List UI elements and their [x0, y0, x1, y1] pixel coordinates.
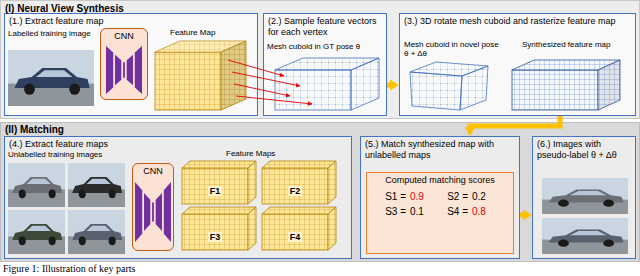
training-image: [8, 50, 94, 106]
sampling-arrows: [228, 60, 312, 104]
unlabelled-images: [8, 163, 125, 254]
score-value: 0.9: [406, 189, 440, 204]
cnn-funnel: [135, 182, 171, 242]
map-id: F1: [208, 186, 223, 196]
image-label: Labelled training image: [8, 29, 98, 38]
map-label: Feature Map: [170, 28, 250, 37]
score-value: 0.2: [468, 189, 502, 204]
map-id-holder: F4: [285, 226, 305, 244]
map-label: Feature Maps: [226, 149, 316, 158]
image-label-holder: Labelled training image: [8, 29, 98, 38]
flow-arrow: [470, 116, 560, 130]
feature-map-grids: [182, 161, 336, 250]
map-id-holder: F3: [205, 226, 225, 244]
step-heading: (3.) 3D rotate mesh cuboid and rasterize…: [404, 16, 631, 27]
mesh-label-holder: Mesh cuboid in novel pose θ + Δθ: [404, 40, 504, 58]
map-id: F3: [208, 232, 223, 242]
map-id-holder: F1: [205, 180, 225, 198]
cnn-label: CNN: [103, 31, 145, 42]
flow-arrow: [520, 213, 526, 218]
panel-title: (I) Neural View Synthesis: [5, 3, 635, 15]
map-id-holder: F2: [285, 180, 305, 198]
cnn-label: CNN: [135, 166, 171, 177]
step-box: (5.) Match synthesized map with unlabell…: [360, 136, 520, 259]
flow-arrow: [387, 83, 393, 88]
map-label-holder: Synthesized feature map: [522, 40, 632, 49]
step-heading: (5.) Match synthesized map with unlabell…: [365, 139, 515, 161]
map-label-holder: Feature Maps: [226, 149, 316, 158]
figure-caption: Figure 1: Illustration of key parts: [3, 263, 637, 274]
step-heading: (6.) Images with pseudo-label θ + Δθ: [537, 139, 631, 161]
score-box: Computed matching scores S1 =0.9S2 =0.2S3…: [366, 172, 514, 254]
cnn-funnel: [106, 46, 142, 94]
step-heading: (4.) Extract feature maps: [9, 139, 347, 150]
step-heading: (1.) Extract feature map: [9, 16, 253, 27]
map-id: F4: [288, 232, 303, 242]
caption-holder: Figure 1: Illustration of key parts: [3, 263, 637, 274]
mesh-label: Mesh cuboid in GT pose θ: [267, 42, 385, 51]
mesh-label: Mesh cuboid in novel pose θ + Δθ: [404, 40, 504, 58]
mesh-label-holder: Mesh cuboid in GT pose θ: [267, 42, 385, 51]
feature-map-cube: [155, 41, 246, 110]
panel-title: (II) Matching: [5, 124, 635, 136]
pseudo-labelled-images: [542, 178, 628, 254]
score-value: 0.8: [468, 204, 502, 219]
score-name: S3 =: [378, 204, 406, 219]
score-value: 0.1: [406, 204, 440, 219]
synthesized-map: [512, 60, 620, 110]
score-name: S2 =: [440, 189, 468, 204]
image-label-holder: Unlabelled training images: [8, 150, 130, 159]
score-heading: Computed matching scores: [370, 175, 510, 186]
score-name: S4 =: [440, 204, 468, 219]
map-label-holder: Feature Map: [170, 28, 250, 37]
score-name: S1 =: [378, 189, 406, 204]
image-label: Unlabelled training images: [8, 150, 130, 159]
step-heading: (2.) Sample feature vectors for each ver…: [268, 16, 382, 38]
map-label: Synthesized feature map: [522, 40, 632, 49]
rotated-mesh-cuboid: [410, 62, 488, 110]
map-id: F2: [288, 186, 303, 196]
